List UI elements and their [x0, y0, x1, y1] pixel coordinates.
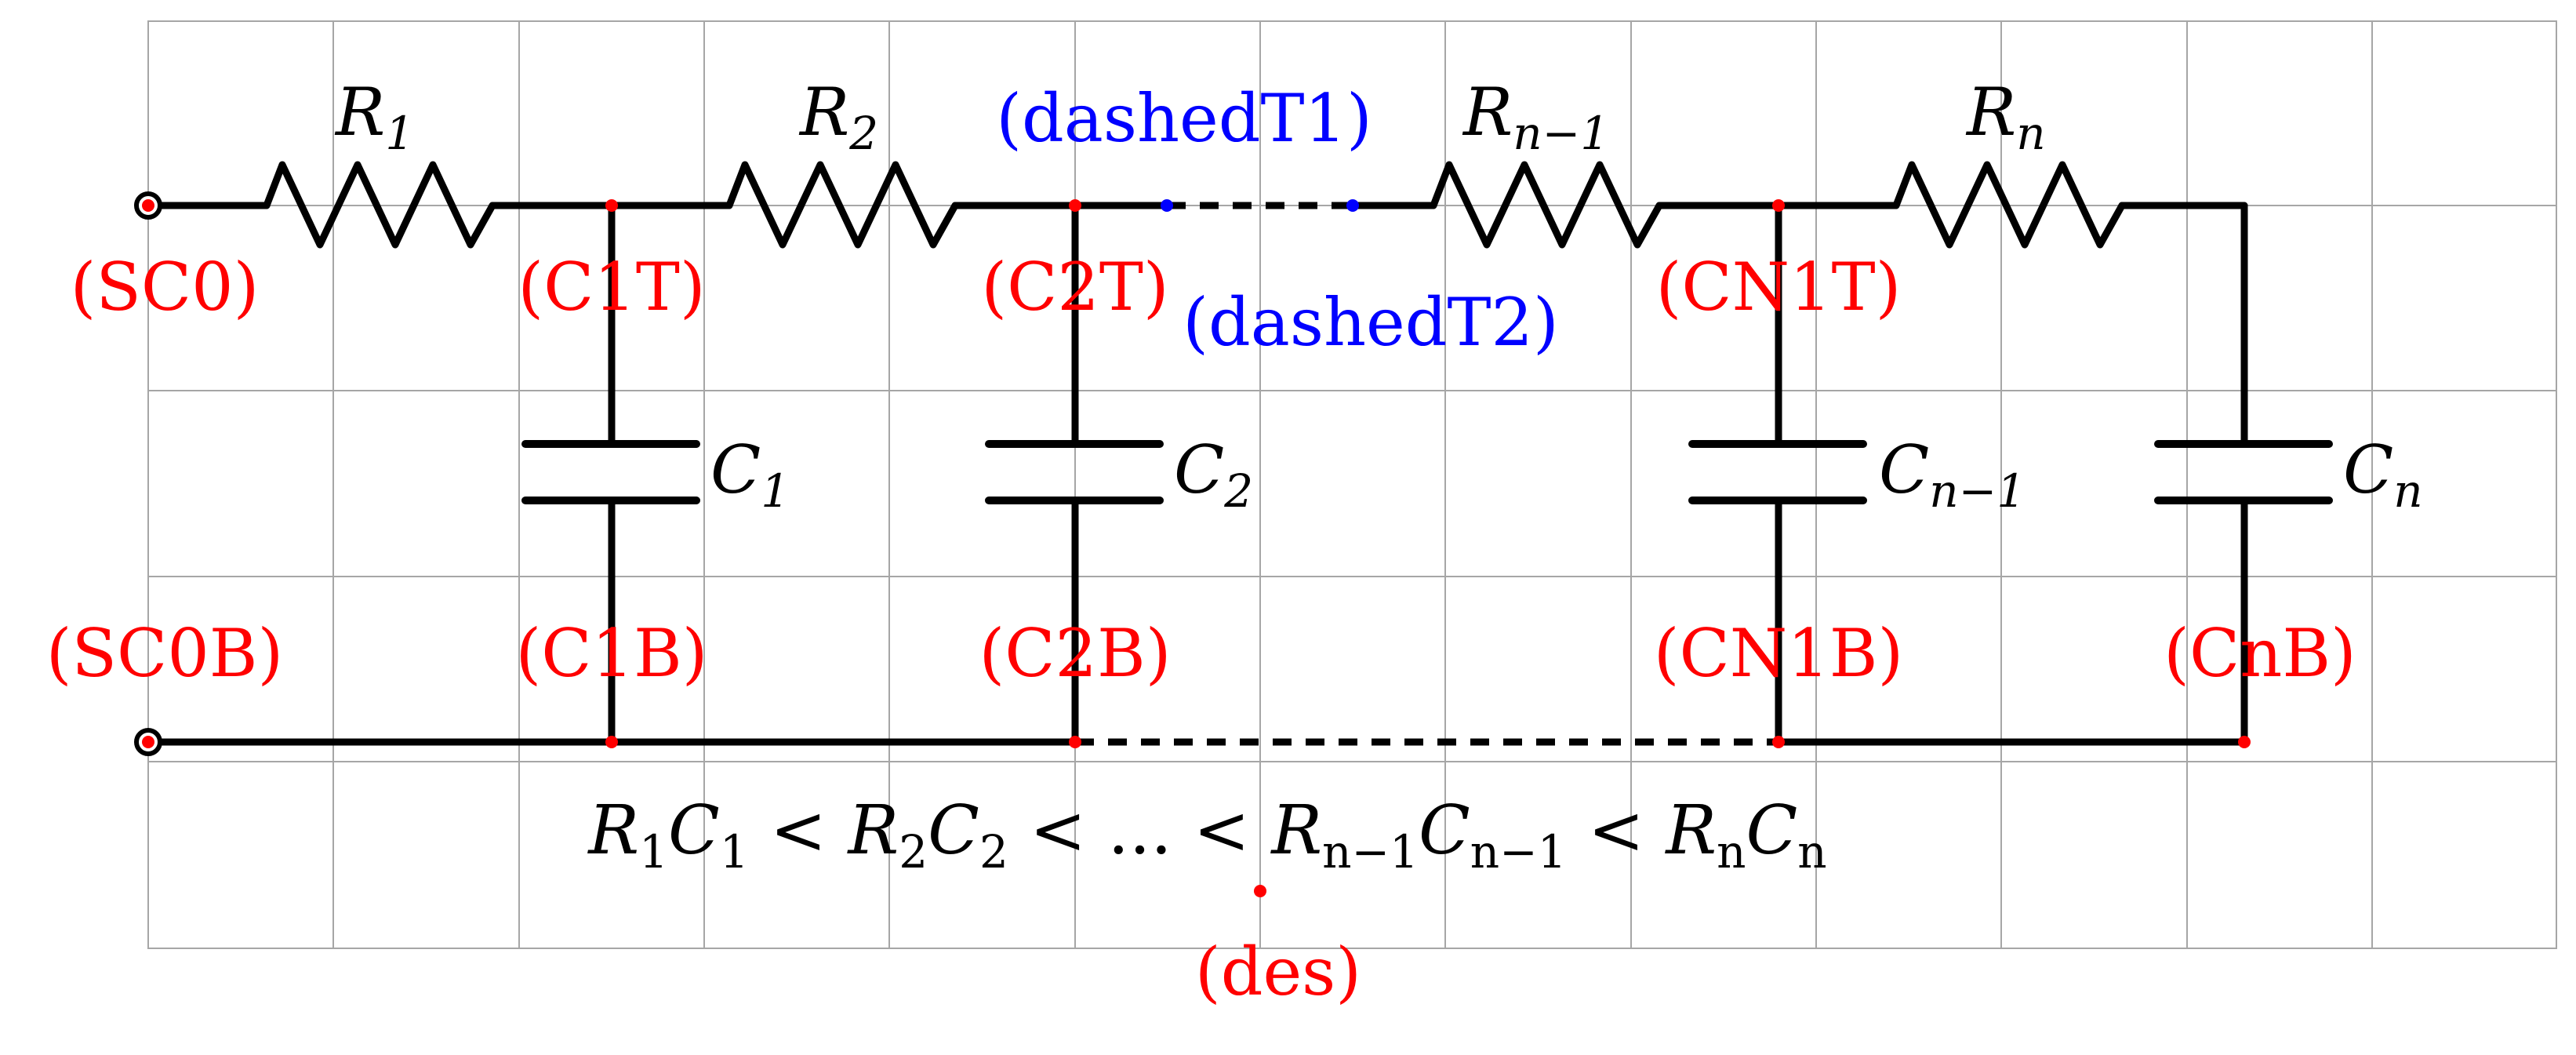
node-dot-c1t [605, 199, 618, 212]
capacitor-cn [2154, 202, 2333, 746]
node-dots [605, 199, 2251, 897]
label-r1: R1 [334, 74, 414, 160]
label-c1: C1 [710, 431, 790, 518]
resistor-r1-zigzag [263, 161, 496, 249]
node-dot-des [1254, 885, 1266, 897]
capacitor-c1 [521, 202, 700, 746]
resistor-rn-zigzag [1892, 161, 2126, 249]
node-label-dashed-t2: (dashedT2) [1183, 284, 1559, 361]
node-label-cn1t: (CN1T) [1656, 249, 1902, 326]
label-rn: Rn [1965, 74, 2046, 160]
resistor-r2-zigzag [725, 161, 959, 249]
node-dot-c2t [1069, 199, 1081, 212]
terminal-sc0b [134, 728, 162, 756]
node-label-c2t: (C2T) [981, 249, 1168, 326]
label-r2: R2 [798, 74, 878, 160]
node-dot-dashed-t2 [1346, 199, 1359, 212]
node-dot-c2b [1069, 736, 1081, 748]
node-dot-cn1b [1772, 736, 1785, 748]
node-label-des: (des) [1195, 933, 1361, 1010]
node-label-c1b: (C1B) [516, 615, 708, 692]
capacitor-c2 [985, 202, 1164, 746]
node-label-c2b: (C2B) [979, 615, 1172, 692]
node-dot-c1b [605, 736, 618, 748]
resistor-rn1-zigzag [1430, 161, 1663, 249]
background-grid [147, 20, 2557, 949]
node-label-cn1b: (CN1B) [1654, 615, 1904, 692]
time-constant-inequality: R1C1 < R2C2 < ... < Rn−1Cn−1 < RnCn [587, 791, 1826, 879]
top-rail [144, 161, 2248, 249]
node-dot-cnb [2238, 736, 2251, 748]
node-dot-cn1t [1772, 199, 1785, 212]
label-cn: Cn [2343, 431, 2423, 518]
terminal-sc0 [134, 191, 162, 220]
label-c2: C2 [1174, 431, 1253, 518]
node-label-cnb: (CnB) [2164, 615, 2356, 692]
node-label-dashed-t1: (dashedT1) [996, 80, 1372, 157]
label-cn1: Cn−1 [1879, 431, 2026, 518]
capacitor-cn1 [1688, 202, 1867, 746]
node-dot-dashed-t1 [1161, 199, 1173, 212]
label-rn1: Rn−1 [1462, 74, 1609, 160]
node-label-sc0b: (SC0B) [46, 615, 284, 692]
node-label-c1t: (C1T) [518, 249, 705, 326]
node-label-sc0: (SC0) [71, 249, 260, 326]
